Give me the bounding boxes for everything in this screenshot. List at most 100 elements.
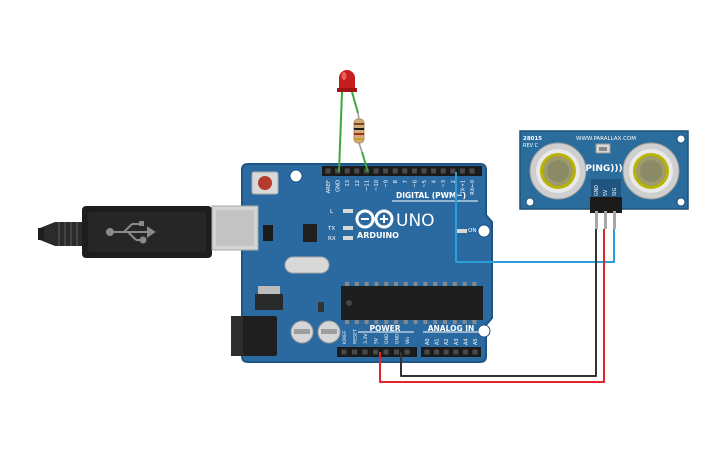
chip-pin <box>433 282 438 286</box>
header-hole[interactable] <box>325 168 331 174</box>
digital-header <box>322 166 482 176</box>
header-hole[interactable] <box>352 349 357 355</box>
header-hole[interactable] <box>394 349 399 355</box>
chip-pin <box>384 320 389 324</box>
ping-pin-label-area <box>591 179 621 198</box>
resistor-band-2 <box>354 128 364 130</box>
header-hole[interactable] <box>434 349 440 355</box>
power-pin-label: RESET <box>353 329 359 344</box>
atmega-microcontroller <box>341 282 483 324</box>
header-hole[interactable] <box>335 168 341 174</box>
analog-in-label: ANALOG IN <box>428 324 475 333</box>
ping-status-led-inner <box>599 147 607 151</box>
ping-ultrasonic-sensor[interactable]: 28015 REV C WWW.PARALLAX.COM PING))) GND… <box>519 130 689 229</box>
header-hole[interactable] <box>383 349 389 355</box>
header-hole[interactable] <box>411 168 417 174</box>
header-hole[interactable] <box>469 168 475 174</box>
red-led-highlight <box>341 72 347 80</box>
chip-pin <box>413 320 418 324</box>
chip-pin <box>403 320 408 324</box>
resistor-band-4 <box>354 138 364 140</box>
analog-pin-label: A2 <box>444 338 450 345</box>
usb-cable[interactable] <box>38 206 212 258</box>
ping-transducer-right <box>622 142 680 200</box>
chip-pin <box>452 320 457 324</box>
header-hole[interactable] <box>341 349 347 355</box>
header-hole[interactable] <box>462 349 468 355</box>
red-led-body <box>339 70 355 89</box>
arduino-brand-label: ARDUINO <box>357 231 399 240</box>
power-pin-label: 3.3V <box>363 333 369 344</box>
led-anode-wire[interactable] <box>351 91 359 114</box>
ping-website: WWW.PARALLAX.COM <box>576 136 636 142</box>
header-hole[interactable] <box>373 168 379 174</box>
ping-revision: REV C <box>523 143 539 149</box>
chip-pin <box>374 320 379 324</box>
header-hole[interactable] <box>459 168 465 174</box>
resistor[interactable] <box>353 112 369 173</box>
header-hole[interactable] <box>354 168 360 174</box>
header-hole[interactable] <box>362 349 368 355</box>
chip-pin <box>462 320 467 324</box>
header-hole[interactable] <box>392 168 398 174</box>
power-pin-label: 5V <box>374 337 380 344</box>
chip-pin <box>364 282 369 286</box>
on-led <box>457 229 467 233</box>
arduino-infinity-logo-icon <box>355 209 394 229</box>
digital-pin-label: ~5 <box>422 180 428 188</box>
chip-pin <box>443 320 447 324</box>
header-hole[interactable] <box>431 168 437 174</box>
signal-wire-pin2-to-sig[interactable] <box>455 172 615 263</box>
chip-pin <box>364 320 369 324</box>
header-hole[interactable] <box>440 168 446 174</box>
usb-trident-icon <box>106 221 156 244</box>
chip-pin <box>394 320 398 324</box>
digital-pin-label: GND <box>336 180 342 192</box>
small-component <box>318 302 324 312</box>
header-hole[interactable] <box>404 349 410 355</box>
on-led-label: ON <box>468 228 476 234</box>
reset-button[interactable] <box>251 171 279 195</box>
ping-transducer-left <box>529 142 587 200</box>
resistor-band-1 <box>354 123 364 125</box>
header-hole[interactable] <box>373 349 378 355</box>
led-cathode-wire[interactable] <box>338 91 343 173</box>
ground-wire-gnd-to-ping[interactable] <box>400 229 597 377</box>
header-hole[interactable] <box>363 168 369 174</box>
header-hole[interactable] <box>443 349 449 355</box>
power-pin-label: GND <box>395 333 401 344</box>
digital-pin-label: 7 <box>403 180 409 183</box>
chip-pin <box>345 320 349 324</box>
chip-pin <box>433 320 438 324</box>
resistor-to-pin-wire[interactable] <box>361 151 369 173</box>
header-hole[interactable] <box>472 349 478 355</box>
red-led[interactable] <box>337 70 359 173</box>
resistor-band-3 <box>354 133 364 135</box>
header-hole[interactable] <box>450 168 456 174</box>
header-hole[interactable] <box>453 349 459 355</box>
dc-power-jack-edge <box>231 316 243 356</box>
header-hole[interactable] <box>383 168 389 174</box>
chip-pin <box>374 282 379 286</box>
chip-pin <box>423 282 428 286</box>
ping-part-number: 28015 <box>523 136 542 142</box>
digital-pin-label: ~6 <box>412 180 418 188</box>
chip-pin <box>394 282 398 286</box>
header-hole[interactable] <box>402 168 408 174</box>
usb-cable-ribs <box>58 222 78 246</box>
usb-cable-end <box>38 228 44 240</box>
header-hole[interactable] <box>424 349 430 355</box>
header-hole[interactable] <box>344 168 350 174</box>
power-wire-5v-to-ping[interactable] <box>379 229 605 383</box>
digital-pin-label: TX→1 <box>460 180 466 195</box>
chip-pin <box>443 282 447 286</box>
header-hole[interactable] <box>421 168 427 174</box>
digital-pin-label: ~3 <box>441 180 447 188</box>
analog-pin-label: A0 <box>425 338 431 345</box>
digital-header-holes <box>325 168 475 174</box>
digital-pin-label: 8 <box>393 180 399 183</box>
digital-pin-label: 13 <box>345 180 351 187</box>
